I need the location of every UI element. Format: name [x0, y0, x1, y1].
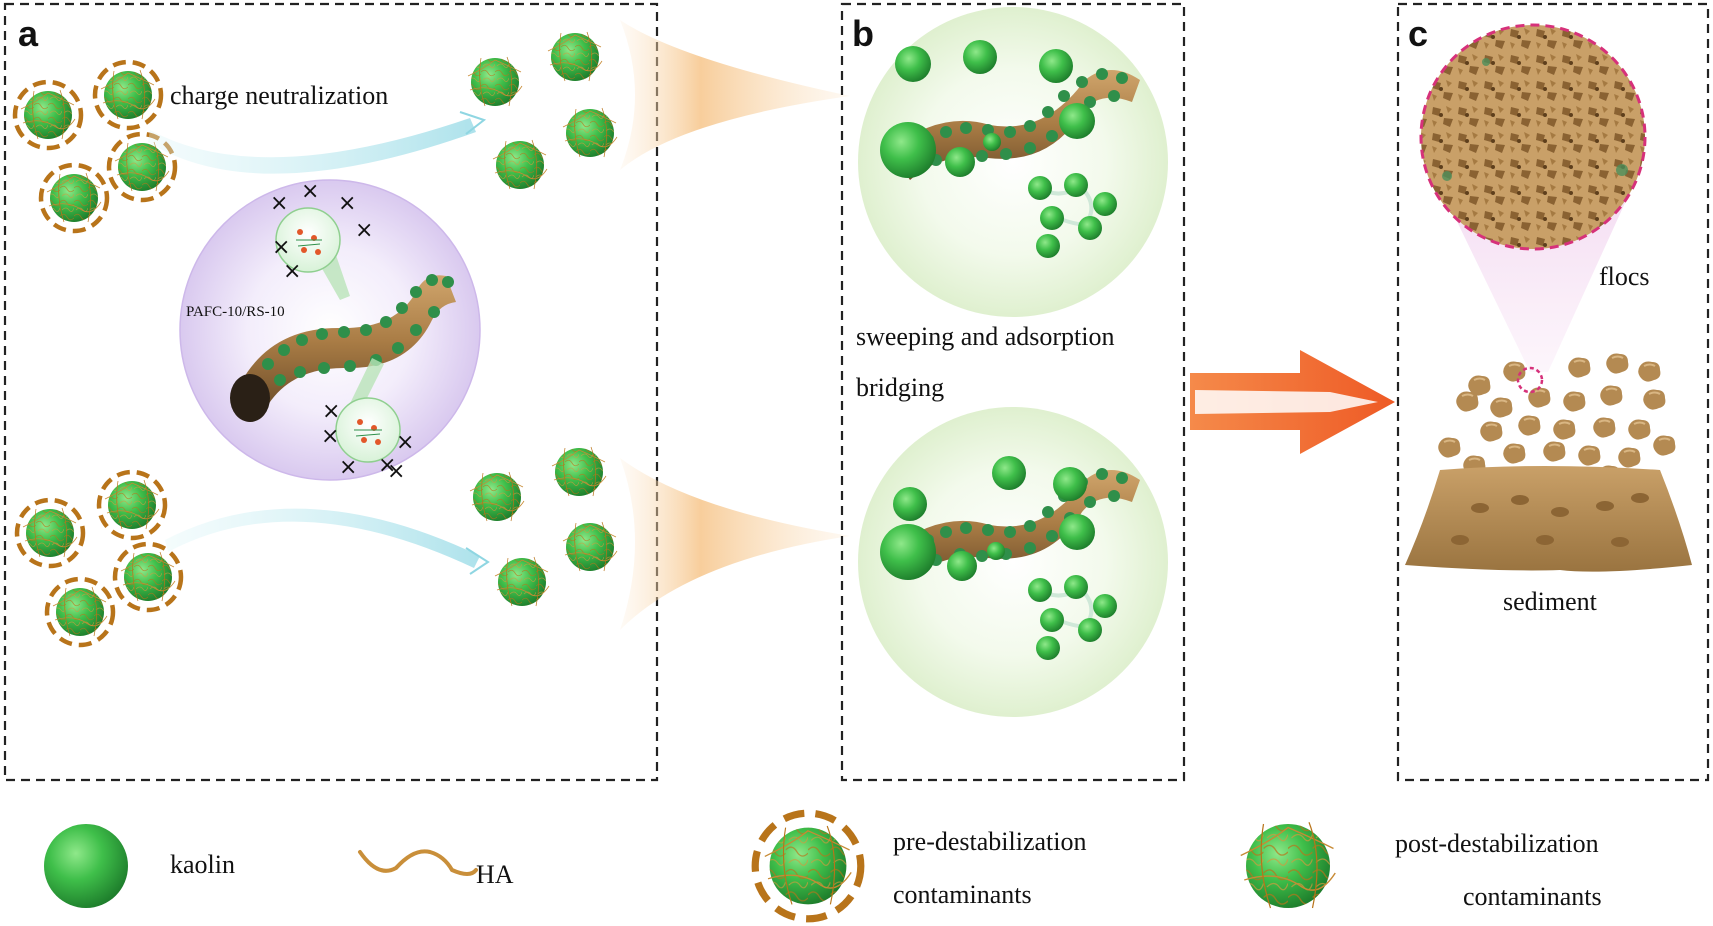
svg-text:×: × — [322, 399, 340, 424]
charge-neutralization-label: charge neutralization — [170, 81, 388, 110]
legend-post-icon — [1240, 821, 1336, 909]
svg-text:×: × — [301, 179, 319, 204]
svg-text:×: × — [378, 453, 396, 478]
positive-charge-marks-bottom: ××× ××× — [321, 399, 414, 484]
legend-kaolin-icon — [44, 824, 128, 908]
flocs-magnified-view — [1419, 23, 1647, 251]
svg-text:×: × — [321, 424, 339, 449]
svg-text:×: × — [355, 218, 373, 243]
legend-ha-icon — [358, 849, 478, 876]
legend-pre-icon — [755, 813, 861, 919]
pafc-tube — [230, 274, 456, 422]
legend-pre-line2: contaminants — [893, 880, 1032, 909]
sediment-bumps — [1451, 493, 1649, 547]
legend: kaolin HA pre-destabilization contaminan… — [44, 813, 1602, 919]
coagulant-label: PAFC-10/RS-10 — [186, 304, 285, 320]
panel-a-letter: a — [18, 13, 39, 54]
legend-ha-label: HA — [476, 860, 514, 889]
magnifier-bottom — [335, 358, 401, 463]
panel-b-frame — [840, 2, 1186, 782]
svg-text:×: × — [283, 259, 301, 284]
positive-charge-marks-top: ××× ××× — [270, 179, 373, 284]
magnifier-top — [275, 207, 350, 300]
curved-arrow-bottom — [165, 508, 480, 568]
adsorption-tube-bottom — [880, 456, 1140, 660]
legend-kaolin-label: kaolin — [170, 850, 235, 879]
floc-magnifier-ring — [1516, 366, 1544, 394]
svg-text:×: × — [272, 235, 290, 260]
floc-green-specks — [1442, 58, 1628, 181]
panel-c-frame — [1396, 2, 1710, 782]
process-arrow — [1190, 350, 1395, 454]
curved-arrowhead-bottom — [465, 547, 490, 575]
sweeping-adsorption-label: sweeping and adsorption — [856, 322, 1115, 351]
legend-post-line2: contaminants — [1463, 882, 1602, 911]
cone-connector-bottom — [620, 458, 850, 630]
floc-particles — [1437, 352, 1677, 487]
svg-text:×: × — [270, 191, 288, 216]
adsorption-tube-top — [880, 40, 1140, 258]
post-particle-cluster-bottom — [469, 446, 618, 607]
curved-arrowhead-top — [459, 111, 487, 135]
flocs-label: flocs — [1599, 262, 1650, 291]
svg-text:×: × — [387, 459, 405, 484]
sediment-layer — [1405, 466, 1692, 572]
panel-a-frame — [3, 2, 659, 782]
bridging-cluster-top — [1028, 173, 1117, 258]
svg-text:×: × — [338, 191, 356, 216]
legend-pre-line1: pre-destabilization — [893, 827, 1086, 856]
bridging-label: bridging — [856, 373, 944, 402]
panel-b-letter: b — [852, 13, 874, 54]
post-particle-cluster-top — [467, 31, 618, 190]
cone-connector-top — [620, 20, 850, 170]
curved-arrow-top — [148, 118, 476, 174]
legend-post-line1: post-destabilization — [1395, 829, 1599, 858]
bridging-cluster-bottom — [1028, 575, 1117, 660]
svg-text:×: × — [339, 455, 357, 480]
svg-text:×: × — [396, 430, 414, 455]
panel-c-letter: c — [1408, 13, 1428, 54]
sediment-label: sediment — [1503, 587, 1598, 616]
pre-particle-cluster-bottom — [17, 472, 181, 645]
pre-particle-cluster-top — [15, 62, 175, 231]
